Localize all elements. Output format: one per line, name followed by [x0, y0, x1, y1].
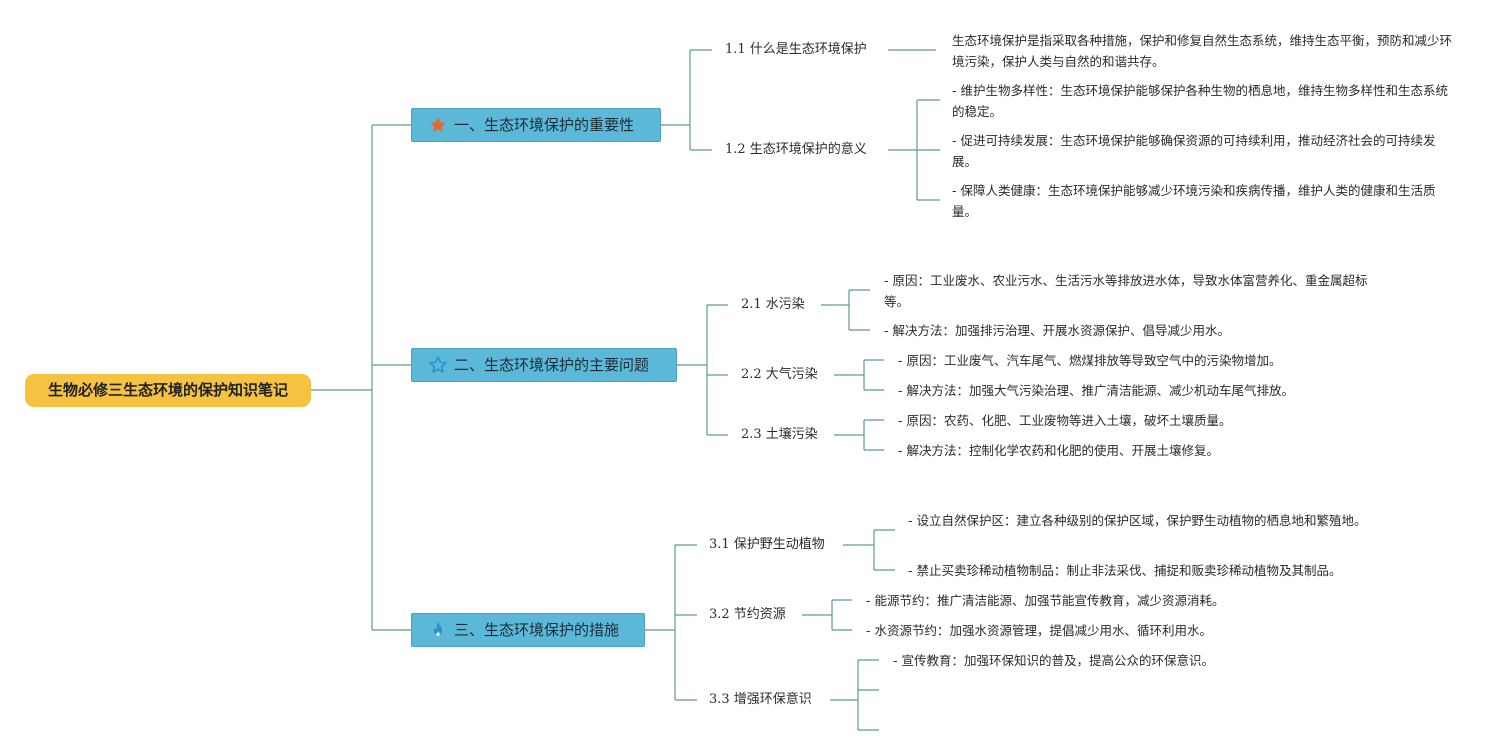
- star-outline-icon: [429, 356, 447, 373]
- flame-icon: [433, 621, 443, 636]
- subtopic-2-2[interactable]: 2.2 大气污染: [741, 367, 818, 382]
- star-filled-icon: [430, 117, 446, 133]
- subtopic-3-2[interactable]: 3.2 节约资源: [709, 607, 786, 622]
- main-topic-label: 二、生态环境保护的主要问题: [454, 356, 650, 374]
- leaf-soil-solution[interactable]: - 解决方法：控制化学农药和化肥的使用、开展土壤修复。: [898, 443, 1219, 458]
- leaf-water-saving[interactable]: - 水资源节约：加强水资源管理，提倡减少用水、循环利用水。: [866, 623, 1212, 638]
- leaf-water-solution[interactable]: - 解决方法：加强排污治理、开展水资源保护、倡导减少用水。: [884, 323, 1230, 338]
- subtopic-3-3[interactable]: 3.3 增强环保意识: [709, 692, 812, 707]
- main-topic-importance[interactable]: 一、生态环境保护的重要性: [411, 108, 661, 142]
- leaf-sustainable[interactable]: - 促进可持续发展：生态环境保护能够确保资源的可持续利用，推动经济社会的可持续发…: [952, 133, 1436, 169]
- main-topic-label: 一、生态环境保护的重要性: [454, 116, 635, 134]
- subtopic-1-1[interactable]: 1.1 什么是生态环境保护: [725, 42, 867, 57]
- leaf-health[interactable]: - 保障人类健康：生态环境保护能够减少环境污染和疾病传播，维护人类的健康和生活质…: [952, 183, 1436, 219]
- main-topic-label: 三、生态环境保护的措施: [454, 621, 620, 639]
- main-topic-problems[interactable]: 二、生态环境保护的主要问题: [411, 348, 677, 382]
- leaf-air-cause[interactable]: - 原因：工业废气、汽车尾气、燃煤排放等导致空气中的污染物增加。: [898, 353, 1282, 368]
- main-topic-measures[interactable]: 三、生态环境保护的措施: [411, 613, 645, 647]
- subtopic-2-3[interactable]: 2.3 土壤污染: [741, 427, 818, 442]
- subtopic-3-1[interactable]: 3.1 保护野生动植物: [709, 537, 825, 552]
- leaf-biodiversity[interactable]: - 维护生物多样性：生态环境保护能够保护各种生物的栖息地，维持生物多样性和生态系…: [952, 83, 1448, 119]
- leaf-water-cause[interactable]: - 原因：工业废水、农业污水、生活污水等排放进水体，导致水体富营养化、重金属超标…: [884, 273, 1368, 309]
- subtopic-1-2[interactable]: 1.2 生态环境保护的意义: [725, 142, 867, 157]
- leaf-energy-saving[interactable]: - 能源节约：推广清洁能源、加强节能宣传教育，减少资源消耗。: [866, 593, 1225, 608]
- root-topic[interactable]: 生物必修三生态环境的保护知识笔记: [25, 374, 311, 407]
- leaf-trade-ban[interactable]: - 禁止买卖珍稀动植物制品：制止非法采伐、捕捉和贩卖珍稀动植物及其制品。: [908, 563, 1342, 578]
- leaf-definition[interactable]: 生态环境保护是指采取各种措施，保护和修复自然生态系统，维持生态平衡，预防和减少环…: [952, 33, 1453, 69]
- leaf-nature-reserve[interactable]: - 设立自然保护区：建立各种级别的保护区域，保护野生动植物的栖息地和繁殖地。: [908, 513, 1367, 528]
- subtopic-2-1[interactable]: 2.1 水污染: [741, 297, 805, 312]
- leaf-air-solution[interactable]: - 解决方法：加强大气污染治理、推广清洁能源、减少机动车尾气排放。: [898, 383, 1294, 398]
- leaf-education[interactable]: - 宣传教育：加强环保知识的普及，提高公众的环保意识。: [893, 653, 1214, 668]
- leaf-soil-cause[interactable]: - 原因：农药、化肥、工业废物等进入土壤，破坏土壤质量。: [898, 413, 1232, 428]
